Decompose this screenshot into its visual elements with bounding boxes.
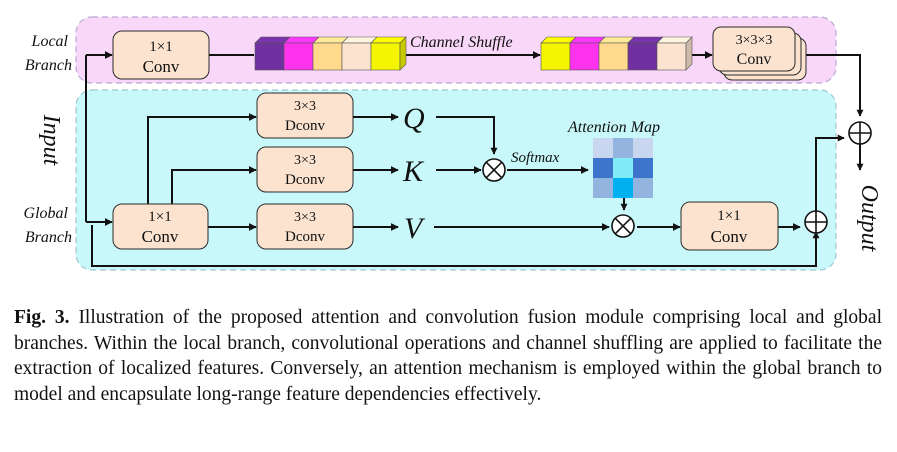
channel-cube <box>656 36 693 71</box>
channel-cube <box>627 36 664 71</box>
add-icon <box>848 121 872 145</box>
channel-cube <box>254 36 291 71</box>
attention-map-cell <box>633 178 653 198</box>
output-label: Output <box>856 185 882 253</box>
channel-shuffle-label: Channel Shuffle <box>410 34 513 51</box>
attention-map-label: Attention Map <box>567 119 660 136</box>
output-conv-block: 1×1 Conv <box>680 201 779 251</box>
dconv-v-block: 3×3 Dconv <box>256 203 354 250</box>
channel-stack-after-shuffle <box>540 36 693 71</box>
attention-map-cell <box>593 178 613 198</box>
svg-text:3×3: 3×3 <box>294 153 316 168</box>
svg-text:Conv: Conv <box>711 227 748 246</box>
dconv-k-block: 3×3 Dconv <box>256 146 354 193</box>
multiply-icon <box>611 214 635 238</box>
channel-cube <box>540 36 577 71</box>
attention-map-cell <box>613 138 633 158</box>
global-branch-label: Global Branch <box>24 205 72 246</box>
svg-text:Dconv: Dconv <box>285 118 325 134</box>
fusion-module-diagram: Local Branch Global Branch Input Output <box>24 16 882 271</box>
global-conv-block: 1×1 Conv <box>112 203 209 250</box>
svg-text:Conv: Conv <box>143 57 180 76</box>
k-label: K <box>402 155 425 188</box>
channel-cube <box>569 36 606 71</box>
channel-cube <box>283 36 320 71</box>
v-label: V <box>404 212 426 245</box>
svg-text:1×1: 1×1 <box>149 39 172 55</box>
caption-text: Illustration of the proposed attention a… <box>14 307 882 405</box>
svg-text:Conv: Conv <box>737 51 772 68</box>
caption-label: Fig. 3. <box>14 307 70 328</box>
svg-text:3×3: 3×3 <box>294 99 316 114</box>
multiply-icon <box>482 158 506 182</box>
svg-text:Conv: Conv <box>142 227 179 246</box>
svg-text:1×1: 1×1 <box>148 209 171 225</box>
add-icon <box>804 210 828 234</box>
attention-map-cell <box>633 138 653 158</box>
attention-map-cell <box>593 138 613 158</box>
attention-map-grid <box>593 138 653 198</box>
svg-text:1×1: 1×1 <box>717 208 740 224</box>
channel-stack-before-shuffle <box>254 36 407 71</box>
attention-map-cell <box>613 158 633 178</box>
attention-map-cell <box>613 178 633 198</box>
svg-text:3×3: 3×3 <box>294 210 316 225</box>
svg-text:Dconv: Dconv <box>285 172 325 188</box>
q-label: Q <box>403 102 425 135</box>
conv3d-block: 3×3×3 Conv <box>712 26 807 81</box>
svg-text:3×3×3: 3×3×3 <box>736 33 773 48</box>
attention-map-cell <box>633 158 653 178</box>
dconv-q-block: 3×3 Dconv <box>256 92 354 139</box>
channel-cube <box>370 36 407 71</box>
svg-text:Dconv: Dconv <box>285 229 325 245</box>
local-branch-label: Local Branch <box>25 33 72 74</box>
figure-caption: Fig. 3. Illustration of the proposed att… <box>14 305 882 407</box>
channel-cube <box>312 36 349 71</box>
local-conv-block: 1×1 Conv <box>112 30 210 80</box>
attention-map-cell <box>593 158 613 178</box>
input-label: Input <box>38 114 64 167</box>
channel-cube <box>341 36 378 71</box>
softmax-label: Softmax <box>511 150 560 166</box>
